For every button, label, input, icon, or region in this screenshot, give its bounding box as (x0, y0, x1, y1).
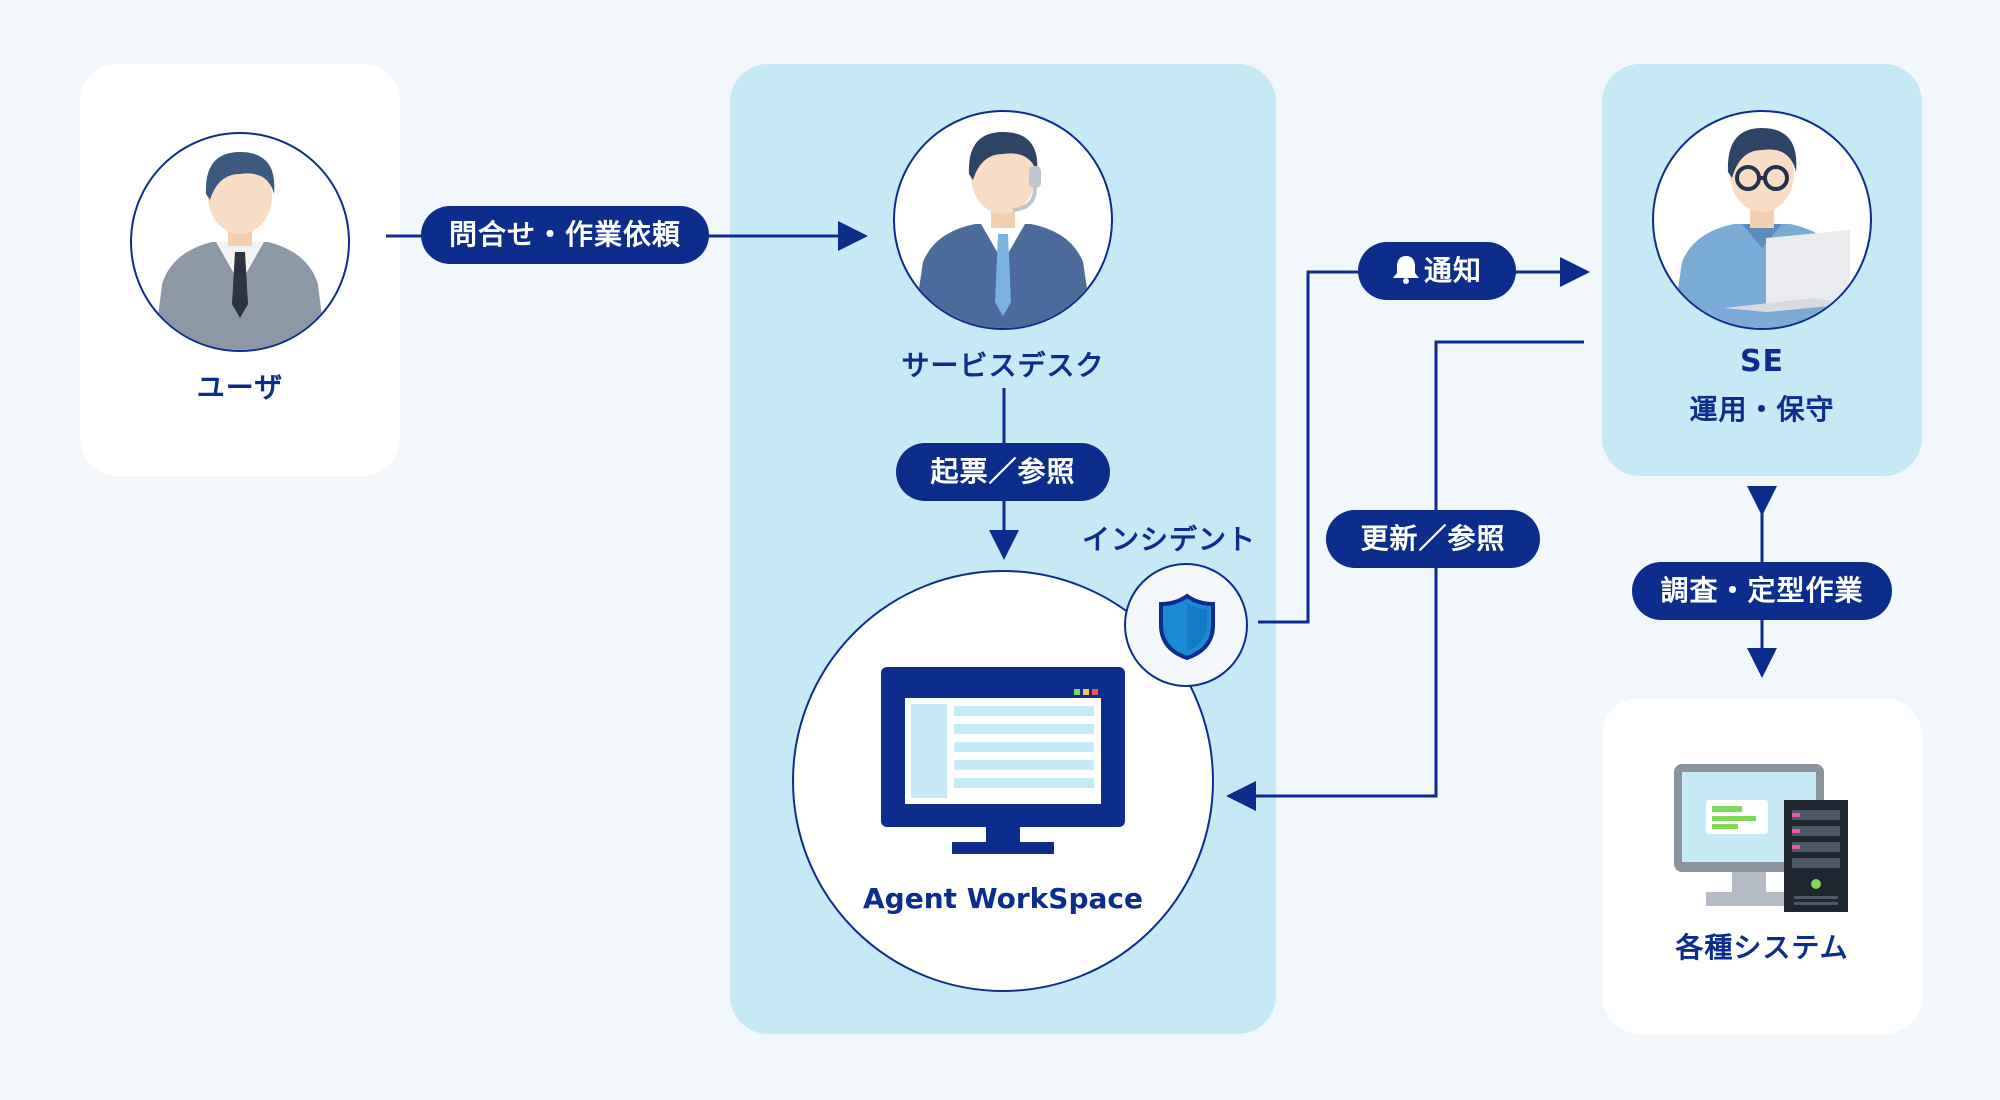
edge-update: 更新／参照 (1326, 510, 1540, 568)
businessman-icon (154, 152, 326, 350)
engineer-icon (1672, 128, 1852, 328)
operator-icon (913, 132, 1093, 328)
service-desk-label: サービスデスク (901, 349, 1105, 382)
arrow-notify (1258, 257, 1590, 624)
edge-ticket: 起票／参照 (896, 443, 1110, 501)
se-label: SE (1739, 344, 1785, 379)
monitor-icon (881, 667, 1125, 854)
service-desk-avatar (893, 110, 1113, 330)
user-avatar (130, 132, 350, 352)
incident-label: インシデント (1081, 523, 1256, 556)
edge-notify-label: 通知 (1423, 254, 1482, 287)
systems-label: 各種システム (1675, 931, 1849, 964)
se-avatar (1652, 110, 1872, 330)
incident-badge (1124, 563, 1248, 687)
edge-notify: 通知 (1358, 242, 1516, 300)
se-sublabel: 運用・保守 (1689, 393, 1835, 426)
agent-workspace-label: Agent WorkSpace (862, 882, 1143, 915)
shield-icon (1159, 593, 1215, 661)
user-label: ユーザ (196, 371, 284, 404)
bell-icon (1392, 256, 1419, 284)
edge-inquiry: 問合せ・作業依頼 (421, 206, 709, 264)
edge-investigate: 調査・定型作業 (1632, 562, 1892, 620)
arrow-update (1226, 340, 1584, 811)
computer-server-icon (1674, 764, 1848, 912)
